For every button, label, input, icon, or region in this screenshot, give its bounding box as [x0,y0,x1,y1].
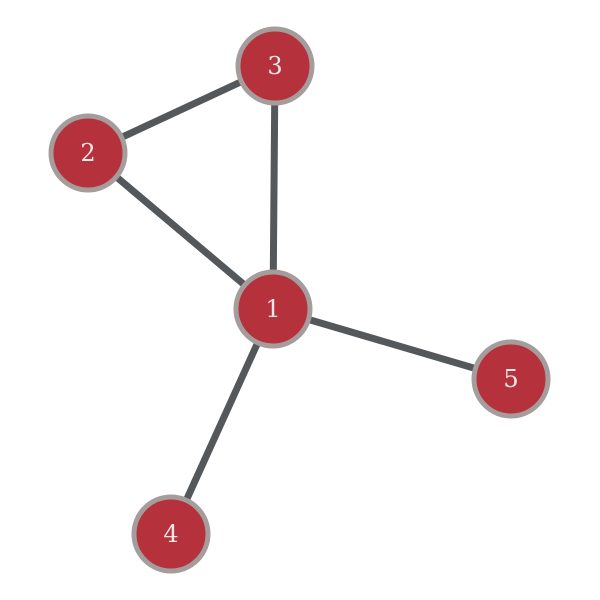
node-label: 1 [265,295,280,323]
node-label: 3 [267,52,282,80]
node-4: 4 [131,494,211,574]
edge-2-1 [85,150,276,312]
node-circle [235,26,315,106]
edge-1-5 [272,305,512,383]
node-3: 3 [235,26,315,106]
node-label: 2 [80,139,95,167]
node-label: 4 [163,520,178,548]
node-2: 2 [48,113,128,193]
node-1: 1 [233,269,313,349]
node-circle [471,339,551,419]
node-circle [48,113,128,193]
edge-1-4 [167,307,277,536]
nodes-layer: 1 2 3 4 5 [48,26,551,574]
node-label: 5 [503,365,518,393]
node-circle [131,494,211,574]
node-5: 5 [471,339,551,419]
edge-3-1 [269,65,279,310]
node-circle [233,269,313,349]
